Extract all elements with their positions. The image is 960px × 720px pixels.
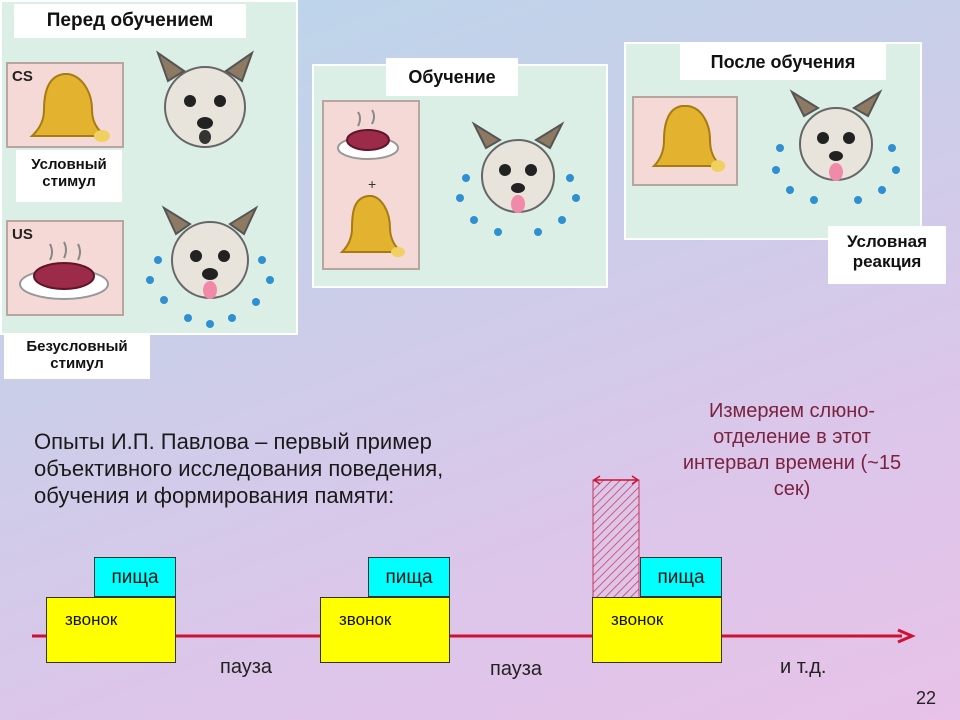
bell-box-label: звонок	[65, 610, 118, 629]
dog-salivating-icon	[146, 205, 274, 328]
food-box: пища	[368, 557, 450, 597]
timeline-arrow	[32, 628, 916, 644]
dog-salivating-icon	[772, 89, 900, 204]
dog-salivating-icon	[456, 121, 580, 236]
cs-tag: CS	[12, 68, 33, 85]
meat-icon	[337, 109, 399, 160]
food-box: пища	[94, 557, 176, 597]
bell-icon	[29, 73, 110, 142]
training-picture: +	[322, 100, 420, 270]
bell-box-label: звонок	[611, 610, 664, 629]
etc-label: и т.д.	[780, 656, 827, 678]
main-description: Опыты И.П. Павлова – первый пример объек…	[34, 429, 444, 508]
dog-neutral-icon	[156, 50, 254, 148]
pause-label: пауза	[220, 656, 273, 678]
bell-box: звонок	[592, 597, 722, 663]
bell-icon	[651, 105, 726, 172]
conditioned-response-label: Условная реакция	[828, 226, 946, 284]
us-tag: US	[12, 226, 33, 243]
bell-box-label: звонок	[339, 610, 392, 629]
meat-picture-us: US	[6, 220, 124, 316]
meat-icon	[19, 241, 109, 300]
panel-after-title: После обучения	[680, 44, 886, 80]
pause-label: пауза	[490, 658, 543, 680]
plus-sign: +	[368, 176, 377, 192]
bell-box: звонок	[46, 597, 176, 663]
panel-training-title: Обучение	[386, 58, 518, 96]
bell-picture-cs: CS	[6, 62, 124, 148]
measurement-note: Измеряем слюно-отделение в этот интервал…	[682, 400, 902, 500]
unconditioned-stimulus-label: Безусловный стимул	[4, 333, 150, 379]
page-number: 22	[916, 688, 937, 708]
panel-before-title: Перед обучением	[14, 4, 246, 38]
conditioned-stimulus-label: Условный стимул	[16, 150, 122, 202]
bell-box: звонок	[320, 597, 450, 663]
bell-picture-after	[632, 96, 738, 186]
measurement-interval-hatch	[592, 475, 640, 598]
food-box: пища	[640, 557, 722, 597]
bell-icon	[339, 195, 406, 257]
